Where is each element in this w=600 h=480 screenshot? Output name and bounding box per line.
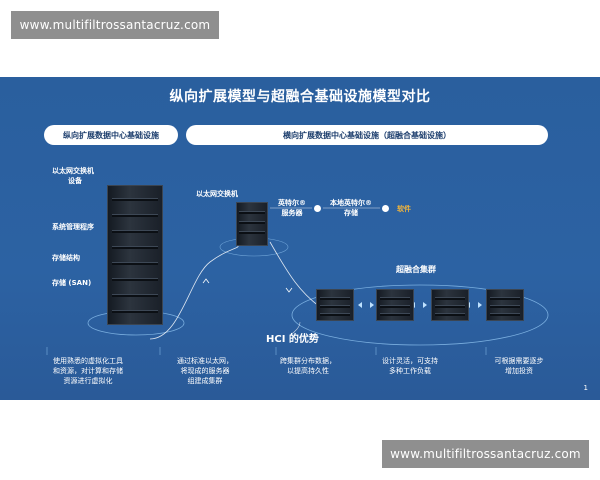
advantage-ethernet-cluster: 通过标准以太网， 将现成的服务器 组建成集群 <box>177 357 233 385</box>
cluster-server-2 <box>376 289 414 321</box>
cluster-links <box>358 302 482 308</box>
cluster-ring <box>291 284 549 346</box>
connector-hci <box>289 321 301 336</box>
advantage-flexible-design: 设计灵活，可支持 多种工作负载 <box>382 357 438 375</box>
advantage-dividers <box>46 347 487 355</box>
server-rack-large <box>107 185 163 325</box>
watermark-bottom: www.multifiltrossantacruz.com <box>382 440 589 468</box>
hci-advantages-title: HCI 的优势 <box>266 334 319 345</box>
arrow-mark-2 <box>285 287 293 293</box>
scale-up-header: 纵向扩展数据中心基础设施 <box>44 125 178 145</box>
storage-node-icon <box>380 203 391 214</box>
slide-title: 纵向扩展模型与超融合基础设施模型对比 <box>169 89 431 105</box>
cluster-server-4 <box>486 289 524 321</box>
label-ethernet-switch-left: 以太网交换机 设备 <box>52 167 94 185</box>
advantage-distributed-data: 跨集群分布数据， 以提高持久性 <box>280 357 336 375</box>
watermark-top: www.multifiltrossantacruz.com <box>11 11 219 39</box>
cluster-server-1 <box>316 289 354 321</box>
connector-right <box>269 241 321 308</box>
server-node-icon <box>312 203 323 214</box>
comparison-slide: 纵向扩展模型与超融合基础设施模型对比 纵向扩展数据中心基础设施 横向扩展数据中心… <box>0 77 600 400</box>
advantage-incremental-investment: 可根据需要逐步 增加投资 <box>494 357 544 375</box>
advantage-virtualization: 使用熟悉的虚拟化工具 和资源，对计算和存储 资源进行虚拟化 <box>53 357 123 385</box>
connector-left <box>149 244 239 340</box>
label-storage-fabric: 存储结构 <box>52 254 80 262</box>
label-ethernet-switch-right: 以太网交换机 <box>196 190 238 198</box>
label-software: 软件 <box>397 205 411 213</box>
label-hci-cluster: 超融合集群 <box>396 265 436 274</box>
label-intel-storage: 本地英特尔® 存储 <box>330 199 372 217</box>
diagram-lines <box>46 207 549 355</box>
page-number: 1 <box>583 384 588 392</box>
scale-out-header: 横向扩展数据中心基础设施（超融合基础设施） <box>186 125 548 145</box>
cluster-server-3 <box>431 289 469 321</box>
label-san: 存储 (SAN) <box>52 279 92 287</box>
ethernet-switch-rack <box>236 202 268 246</box>
label-intel-server: 英特尔® 服务器 <box>278 199 306 217</box>
label-hypervisor: 系统管理程序 <box>52 223 94 231</box>
arrow-mark-1 <box>202 278 210 284</box>
